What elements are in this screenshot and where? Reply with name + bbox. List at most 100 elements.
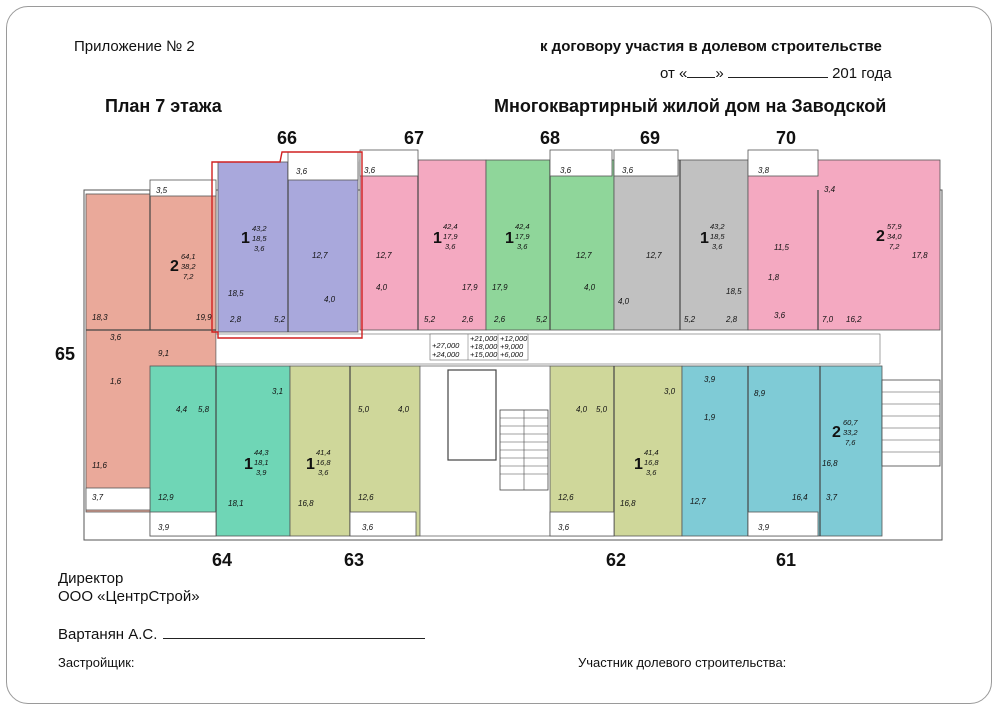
apt-number-66: 66 (277, 128, 297, 148)
svg-text:17,8: 17,8 (912, 251, 928, 260)
apt-summary-63: 1 41,4 16,8 3,6 (306, 448, 331, 477)
apt-summary-69: 1 43,2 18,5 3,6 (700, 222, 725, 251)
svg-text:1: 1 (505, 230, 514, 247)
svg-text:2: 2 (832, 424, 841, 441)
apartment-64-fill (149, 365, 291, 537)
svg-text:16,2: 16,2 (846, 315, 862, 324)
svg-text:3,6: 3,6 (445, 242, 456, 251)
balconies (85, 149, 819, 537)
svg-text:17,9: 17,9 (462, 283, 478, 292)
svg-text:16,8: 16,8 (822, 459, 838, 468)
apartment-61[interactable] (681, 365, 883, 537)
svg-text:2,8: 2,8 (725, 315, 738, 324)
apt-number-61: 61 (776, 550, 796, 570)
svg-text:60,7: 60,7 (843, 418, 858, 427)
elevator-shaft (447, 369, 497, 461)
svg-text:8,9: 8,9 (754, 389, 766, 398)
apartment-64[interactable] (149, 365, 291, 537)
svg-text:1: 1 (244, 456, 253, 473)
date-year: 201 года (832, 65, 892, 82)
apt-summary-61: 2 60,7 33,2 7,6 (832, 418, 858, 447)
apartment-63[interactable] (289, 365, 421, 537)
signature-field[interactable] (163, 624, 426, 639)
apt-number-63: 63 (344, 550, 364, 570)
svg-text:1: 1 (433, 230, 442, 247)
svg-text:3,6: 3,6 (318, 468, 329, 477)
svg-text:12,9: 12,9 (158, 493, 174, 502)
svg-text:3,9: 3,9 (158, 523, 170, 532)
svg-text:5,2: 5,2 (684, 315, 696, 324)
svg-text:18,5: 18,5 (252, 234, 267, 243)
svg-text:5,0: 5,0 (596, 405, 608, 414)
east-stair-steps (882, 391, 940, 453)
svg-text:41,4: 41,4 (316, 448, 331, 457)
svg-text:3,0: 3,0 (664, 387, 676, 396)
svg-text:44,3: 44,3 (254, 448, 269, 457)
svg-text:3,6: 3,6 (558, 523, 570, 532)
svg-text:18,1: 18,1 (228, 499, 244, 508)
svg-text:2,8: 2,8 (229, 315, 242, 324)
svg-text:3,6: 3,6 (362, 523, 374, 532)
apartment-65-room (149, 189, 217, 331)
east-staircase (881, 379, 941, 467)
svg-text:4,0: 4,0 (398, 405, 410, 414)
svg-text:1,8: 1,8 (768, 273, 780, 282)
date-mid: » (715, 65, 724, 82)
svg-text:12,7: 12,7 (690, 497, 706, 506)
house-title: Многоквартирный жилой дом на Заводской (494, 96, 887, 116)
apartment-69[interactable] (613, 159, 749, 331)
apartment-70[interactable] (747, 159, 941, 331)
svg-text:4,0: 4,0 (324, 295, 336, 304)
svg-text:9,1: 9,1 (158, 349, 169, 358)
svg-text:3,6: 3,6 (364, 166, 376, 175)
apt-number-69: 69 (640, 128, 660, 148)
apt-summary-70: 2 57,9 34,0 7,2 (876, 222, 902, 251)
developer-label: Застройщик: (58, 655, 135, 670)
svg-text:12,7: 12,7 (376, 251, 392, 260)
svg-text:5,2: 5,2 (536, 315, 548, 324)
svg-text:16,8: 16,8 (620, 499, 636, 508)
svg-text:4,0: 4,0 (576, 405, 588, 414)
apt-summary-64: 1 44,3 18,1 3,9 (244, 448, 269, 477)
apartment-67[interactable] (359, 159, 487, 331)
svg-text:5,2: 5,2 (424, 315, 436, 324)
svg-text:18,5: 18,5 (228, 289, 244, 298)
company-label: ООО «ЦентрСтрой» (58, 588, 200, 605)
apartment-67-fill (359, 159, 487, 331)
svg-text:1: 1 (241, 230, 250, 247)
svg-text:4,0: 4,0 (584, 283, 596, 292)
svg-text:1,6: 1,6 (110, 377, 122, 386)
svg-text:16,4: 16,4 (792, 493, 808, 502)
svg-text:3,9: 3,9 (256, 468, 267, 477)
contract-label: к договору участия в долевом строительст… (540, 38, 882, 55)
svg-text:12,6: 12,6 (358, 493, 374, 502)
svg-text:42,4: 42,4 (443, 222, 458, 231)
svg-text:+21,000: +21,000 (470, 334, 498, 343)
interior-walls (86, 160, 821, 536)
svg-text:17,9: 17,9 (443, 232, 458, 241)
svg-text:16,8: 16,8 (298, 499, 314, 508)
apt-number-62: 62 (606, 550, 626, 570)
height-table: +27,000 +24,000 +21,000 +18,000 +15,000 … (429, 333, 529, 361)
svg-text:7,0: 7,0 (822, 315, 834, 324)
participant-label: Участник долевого строительства: (578, 655, 787, 670)
apt-number-64: 64 (212, 550, 232, 570)
svg-text:18,5: 18,5 (726, 287, 742, 296)
apartment-70-fill (747, 159, 941, 331)
svg-text:43,2: 43,2 (252, 224, 267, 233)
appendix-label: Приложение № 2 (74, 38, 195, 55)
apartment-62[interactable] (549, 365, 683, 537)
svg-text:1: 1 (306, 456, 315, 473)
svg-text:2,6: 2,6 (461, 315, 474, 324)
svg-text:3,6: 3,6 (517, 242, 528, 251)
svg-text:3,8: 3,8 (758, 166, 770, 175)
svg-text:34,0: 34,0 (887, 232, 902, 241)
svg-text:1: 1 (700, 230, 709, 247)
apt-number-65: 65 (55, 344, 75, 364)
svg-text:57,9: 57,9 (887, 222, 902, 231)
svg-text:19,9: 19,9 (196, 313, 212, 322)
svg-text:5,0: 5,0 (358, 405, 370, 414)
svg-text:+27,000: +27,000 (432, 341, 460, 350)
svg-text:3,6: 3,6 (646, 468, 657, 477)
svg-text:4,0: 4,0 (618, 297, 630, 306)
